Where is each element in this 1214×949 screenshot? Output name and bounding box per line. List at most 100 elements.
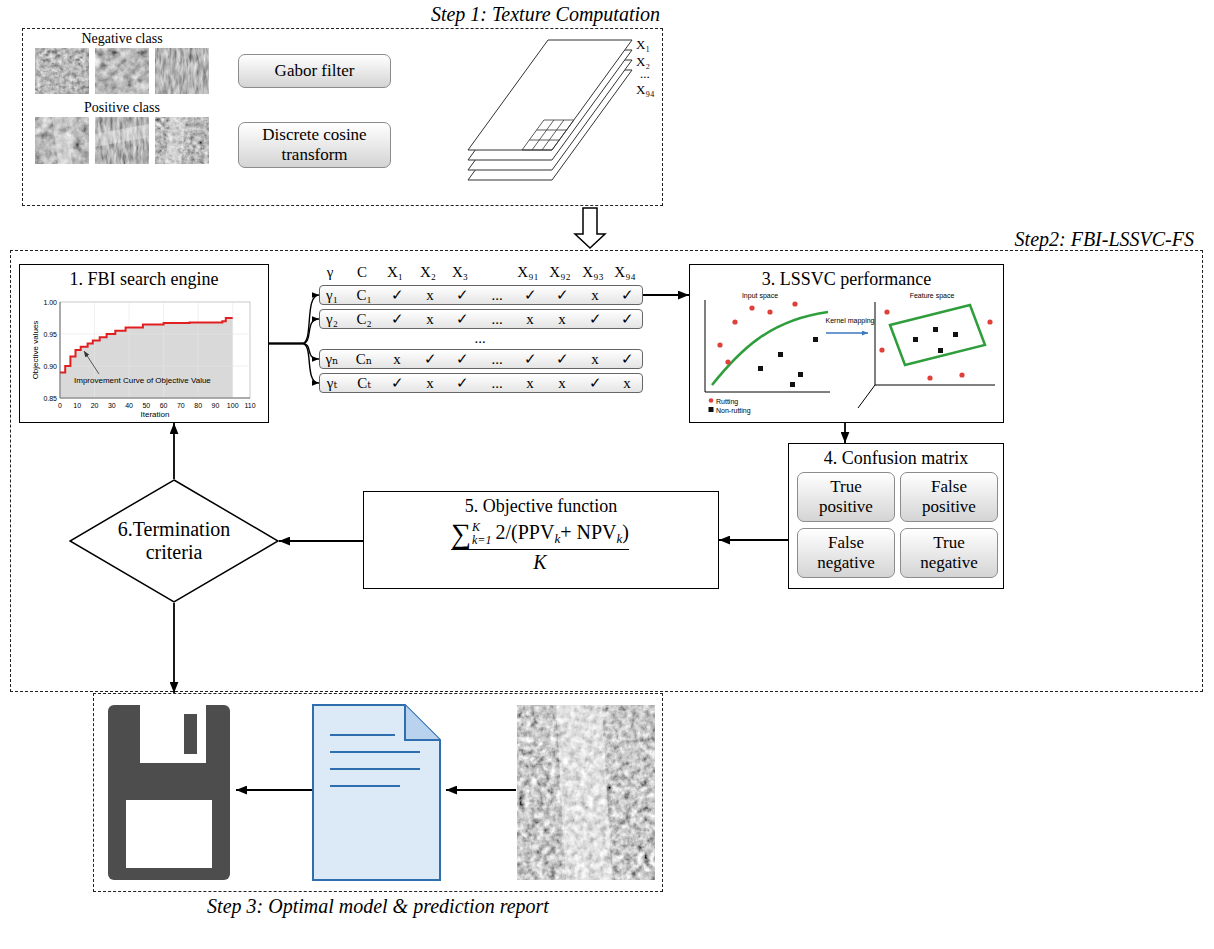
diamond-shape <box>70 480 278 602</box>
axis-tick: 1.00 <box>43 298 57 307</box>
flow-connector <box>844 423 846 443</box>
axis-tick: 50 <box>142 401 150 410</box>
formula-term: 2/(PPV <box>495 521 554 543</box>
row-cell: ... <box>491 309 502 329</box>
axis-tick: 10 <box>73 401 81 410</box>
kernel-mapping-figure <box>913 327 958 353</box>
flow-arrow <box>446 789 516 791</box>
kernel-mapping-figure <box>890 305 985 365</box>
flow-connector <box>719 539 788 541</box>
row-cell: ✓ <box>524 349 537 369</box>
flow-connector <box>269 344 319 384</box>
box-label: True positive <box>804 477 888 516</box>
flow-connector <box>269 344 319 360</box>
row-cell: ... <box>491 349 502 369</box>
flow-connector <box>279 540 363 542</box>
row-cell: ✓ <box>456 285 469 305</box>
grid-line <box>522 120 544 150</box>
flow-connector <box>173 423 175 479</box>
convergence-chart <box>60 366 250 367</box>
grid-line <box>529 140 559 141</box>
row-cell: ✓ <box>456 349 469 369</box>
axis-tick: 0.90 <box>43 362 57 371</box>
module-title: 1. FBI search engine <box>20 268 268 291</box>
kernel-mapping-figure <box>913 337 918 342</box>
space-label: Feature space <box>910 291 955 300</box>
row-cell: ✓ <box>589 309 602 329</box>
row-cell: x <box>558 309 566 329</box>
module-title: 5. Objective function <box>364 495 718 518</box>
report-document-icon <box>330 735 420 786</box>
report-document-icon <box>330 768 420 770</box>
process-box: False negative <box>797 528 895 578</box>
row-cell: x <box>623 373 631 393</box>
formula-term: ) <box>622 521 629 543</box>
axis-title: Iteration <box>141 410 170 420</box>
formula-term: + NPV <box>560 521 616 543</box>
column-header: X₉₁ <box>517 263 538 282</box>
feature-stack <box>468 40 632 150</box>
save-icon <box>140 705 206 763</box>
objective-formula: ∑Kk=12/(PPVk+ NPVk)K <box>451 520 629 574</box>
column-header: X₃ <box>452 263 468 282</box>
row-cell: C₁ <box>356 285 371 305</box>
row-cell: ... <box>491 285 502 305</box>
mapping-label: Kernel mapping <box>825 316 874 325</box>
formula-subscript: k <box>616 531 622 546</box>
kernel-mapping-figure <box>705 300 995 412</box>
row-cell: ... <box>491 373 502 393</box>
texture-thumbnails <box>95 117 149 164</box>
box-label: False negative <box>804 533 888 572</box>
step-region: Step 3: Optimal model & prediction repor… <box>93 693 663 892</box>
sum-limits: Kk=1 <box>472 521 491 549</box>
row-cell: x <box>526 373 534 393</box>
row-cell: γ₁ <box>326 285 338 305</box>
feature-grid <box>522 120 574 150</box>
box-label: True negative <box>907 533 991 572</box>
box-label: Gabor filter <box>275 61 355 81</box>
report-document-icon <box>330 751 420 753</box>
report-document-icon <box>330 785 400 787</box>
row-cell: C₂ <box>356 309 371 329</box>
kernel-mapping-figure <box>758 337 818 387</box>
step-region: Step2: FBI-LSSVC-FS1. FBI search engineγ… <box>10 250 1203 692</box>
candidate-row: γ₂C₂✓x✓...xx✓✓ <box>319 309 643 329</box>
kernel-mapping-figure <box>709 398 714 403</box>
formula-denominator-term: K <box>533 551 546 573</box>
space-label: Input space <box>742 291 778 300</box>
convergence-chart <box>60 318 233 398</box>
kernel-mapping-figure <box>933 327 938 332</box>
row-cell: x <box>426 285 434 305</box>
report-document-icon <box>405 705 440 740</box>
kernel-mapping-figure <box>767 309 772 314</box>
flow-connector <box>173 603 175 693</box>
convergence-chart <box>232 302 233 398</box>
feature-label: X₉₄ <box>636 82 654 98</box>
class-label: Negative class <box>81 30 162 48</box>
kernel-mapping-figure <box>705 300 830 392</box>
convergence-chart <box>60 302 250 398</box>
kernel-mapping-figure <box>725 359 730 364</box>
column-header: γ <box>327 263 334 282</box>
row-cell: x <box>526 309 534 329</box>
kernel-mapping-figure <box>884 309 889 314</box>
limit-upper: K <box>472 521 491 535</box>
convergence-chart <box>60 334 250 335</box>
texture-thumbnails <box>52 117 72 164</box>
axis-title: Objective values <box>31 321 41 380</box>
annotation: Improvement Curve of Objective Value <box>74 376 211 386</box>
process-box: True negative <box>900 528 998 578</box>
row-cell: x <box>426 309 434 329</box>
step-title: Step 1: Texture Computation <box>431 2 660 26</box>
step-region: Step 1: Texture ComputationGabor filterD… <box>22 28 663 206</box>
kernel-mapping-figure <box>749 305 754 310</box>
kernel-mapping-figure <box>959 372 964 377</box>
axis-tick: 30 <box>108 401 116 410</box>
decision-label: 6.Termination criteria <box>104 518 244 564</box>
axis-tick: 100 <box>227 401 239 410</box>
feature-stack <box>468 40 632 180</box>
flow-connector <box>269 319 319 344</box>
row-cell: ✓ <box>424 349 437 369</box>
kernel-mapping-figure <box>792 301 797 306</box>
kernel-mapping-figure <box>858 302 995 408</box>
